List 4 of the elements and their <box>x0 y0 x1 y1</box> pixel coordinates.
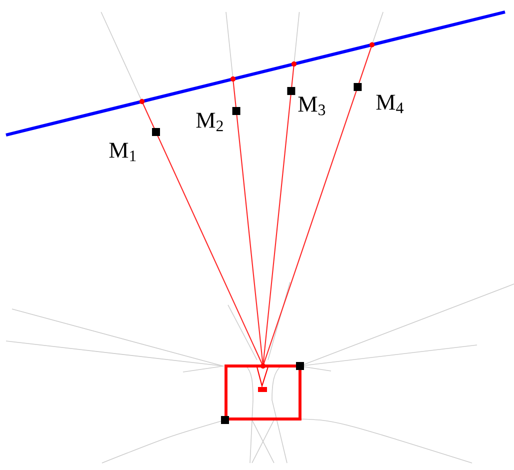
point-label: M$_{2}$ <box>196 112 223 132</box>
point-label: M$_{1}$ <box>109 142 136 162</box>
point-label: M$_{4}$ <box>376 94 404 114</box>
point-label: M$_{3}$ <box>298 96 326 116</box>
